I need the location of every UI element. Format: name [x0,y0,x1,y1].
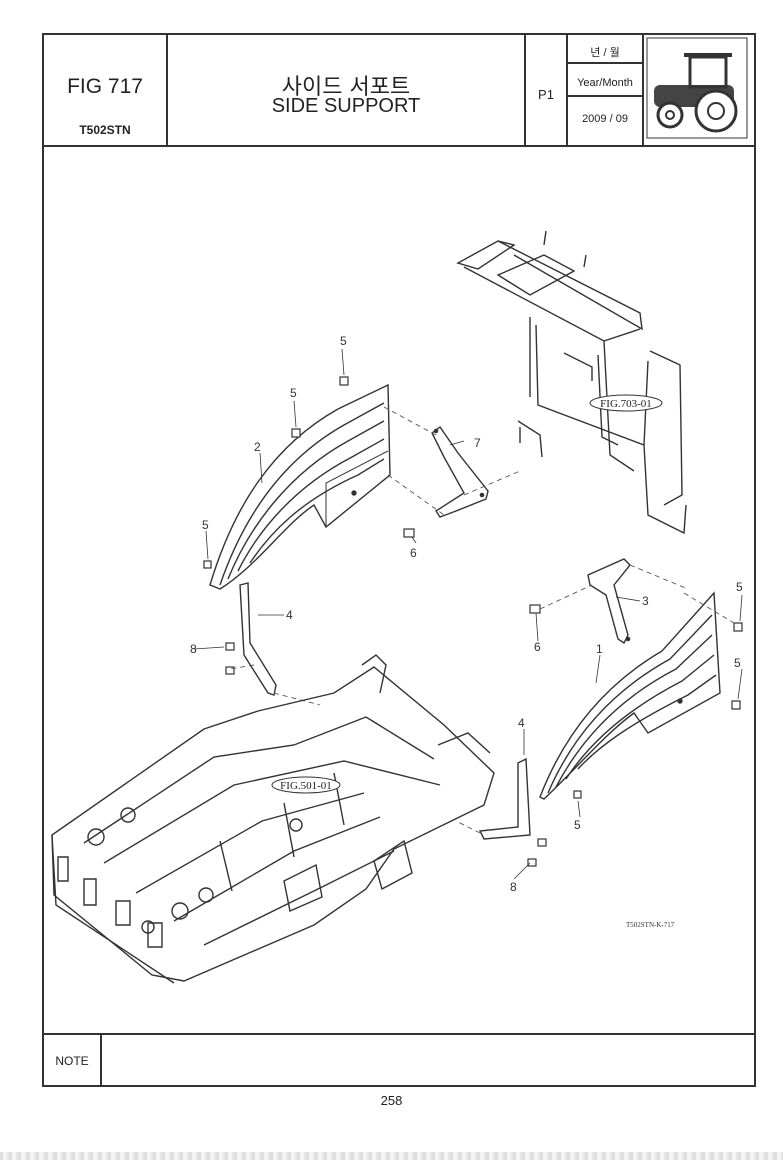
page-label: P1 [538,87,554,102]
bolts [203,376,743,867]
fig-501-reference: FIG.501-01 [271,776,341,794]
leader-lines [193,348,743,880]
bracket-4-left [239,582,277,696]
callout-label: 3 [642,594,649,608]
page-cell: P1 [526,35,568,145]
callout-label: 7 [474,436,481,450]
date-value: 2009 / 09 [582,113,628,125]
reference-label: FIG.703-01 [600,398,652,410]
scan-artifact-strip [0,1152,783,1160]
page-number: 258 [380,1093,403,1108]
reference-label: FIG.501-01 [280,780,332,792]
assembly-lines [229,406,735,834]
rops-frame [456,230,687,535]
fig-cell: FIG 717 T502STN [44,35,168,145]
callout-label: 4 [286,608,293,622]
callout-numbers: 5 5 2 5 7 6 4 8 3 5 6 1 5 4 5 8 [190,334,743,894]
date-cell: 년 / 월 Year/Month 2009 / 09 [568,35,644,145]
model-code: T502STN [79,123,131,137]
bracket-3 [587,558,631,645]
side-support-right [539,591,721,800]
base-frame [51,654,495,984]
date-label-english: Year/Month [577,77,633,89]
callout-label: 5 [736,580,743,594]
callout-label: 8 [510,880,517,894]
tractor-icon [646,37,748,139]
tractor-thumbnail [644,35,754,145]
callout-label: 5 [202,518,209,532]
parts-sheet: FIG 717 T502STN 사이드 서포트 SIDE SUPPORT P1 … [42,33,756,1087]
fig-703-reference: FIG.703-01 [589,394,663,412]
note-label: NOTE [44,1035,102,1087]
callout-label: 2 [254,440,261,454]
callout-label: 5 [290,386,297,400]
callout-label: 5 [574,818,581,832]
callout-label: 5 [734,656,741,670]
exploded-view-drawing: FIG.703-01 [51,230,743,984]
callout-label: 6 [534,640,541,654]
callout-label: 8 [190,642,197,656]
callout-label: 6 [410,546,417,560]
callout-label: 4 [518,716,525,730]
drawing-code: T502STN-K-717 [626,921,675,929]
note-section: NOTE [44,1033,754,1087]
callout-label: 1 [596,642,603,656]
date-label-korean: 년 / 월 [590,47,620,59]
side-support-left [209,383,391,590]
title-english: SIDE SUPPORT [271,95,421,117]
title-korean: 사이드 서포트 [281,75,411,100]
figure-number: FIG 717 [67,75,143,98]
title-block: FIG 717 T502STN 사이드 서포트 SIDE SUPPORT P1 … [44,35,754,147]
callout-label: 5 [340,334,347,348]
title-cell: 사이드 서포트 SIDE SUPPORT [168,35,526,145]
bracket-4-right [478,757,531,840]
